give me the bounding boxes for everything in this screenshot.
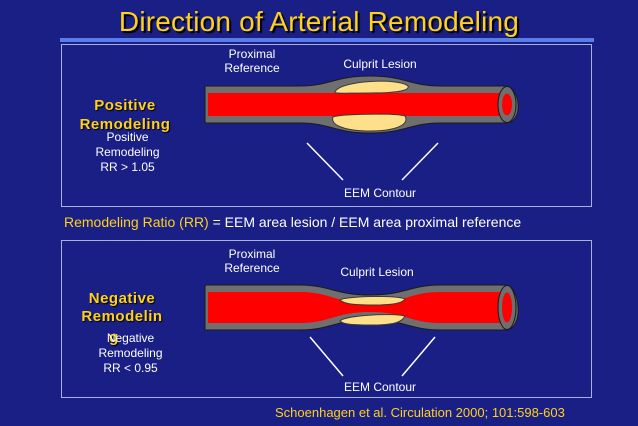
- negative-eem-pointer-right: [401, 336, 436, 377]
- positive-sub-line: Remodeling: [95, 145, 160, 159]
- positive-plaque-top: [334, 80, 409, 94]
- negative-heading-wrap: g: [109, 329, 119, 346]
- negative-proximal-reference: Proximal Reference: [212, 247, 292, 275]
- proximal-reference-line: Reference: [224, 261, 280, 275]
- remodeling-ratio-name: Remodeling Ratio (RR): [64, 214, 209, 230]
- negative-heading: Negative Remodelin: [72, 290, 172, 326]
- positive-eem-pointer-right: [401, 142, 439, 181]
- positive-lumen-end: [502, 93, 512, 116]
- negative-heading-line: Remodelin: [81, 308, 163, 325]
- remodeling-ratio-formula: = EEM area lesion / EEM area proximal re…: [208, 214, 522, 230]
- positive-eem-contour-label: EEM Contour: [343, 186, 417, 200]
- positive-sub-line: RR > 1.05: [100, 160, 155, 174]
- title-underline: [60, 38, 594, 42]
- negative-remodeling-panel: [61, 240, 592, 398]
- proximal-reference-line: Proximal: [228, 247, 276, 261]
- negative-sub-line: RR < 0.95: [103, 361, 158, 375]
- negative-lumen: [208, 292, 505, 323]
- positive-plaque-bottom: [332, 113, 407, 132]
- proximal-reference-line: Reference: [224, 61, 280, 75]
- negative-eem-pointer-left: [309, 336, 344, 377]
- negative-culprit-lesion-label: Culprit Lesion: [340, 265, 414, 279]
- negative-eem-contour-label: EEM Contour: [343, 380, 417, 394]
- negative-plaque-bottom: [339, 314, 406, 326]
- positive-sub-line: Positive: [106, 130, 149, 144]
- negative-sub-line: Negative: [106, 331, 155, 345]
- negative-heading-line: Negative: [88, 290, 156, 307]
- remodeling-ratio-definition: Remodeling Ratio (RR) = EEM area lesion …: [64, 214, 521, 230]
- positive-proximal-reference: Proximal Reference: [212, 47, 292, 75]
- positive-heading: Positive Remodeling: [79, 97, 171, 133]
- positive-sublabel: Positive Remodeling RR > 1.05: [75, 130, 180, 175]
- positive-lumen: [208, 93, 505, 116]
- slide-title: Direction of Arterial Remodeling: [118, 6, 520, 37]
- negative-sublabel: Negative Remodeling RR < 0.95: [78, 331, 183, 376]
- negative-plaque-top: [339, 295, 406, 306]
- citation: Schoenhagen et al. Circulation 2000; 101…: [275, 405, 565, 420]
- positive-remodeling-panel: [61, 44, 592, 207]
- negative-sub-line: Remodeling: [98, 346, 163, 360]
- proximal-reference-line: Proximal: [228, 47, 276, 61]
- positive-culprit-lesion-label: Culprit Lesion: [343, 57, 417, 71]
- negative-lumen-end: [502, 292, 512, 323]
- positive-eem-pointer-left: [306, 142, 344, 181]
